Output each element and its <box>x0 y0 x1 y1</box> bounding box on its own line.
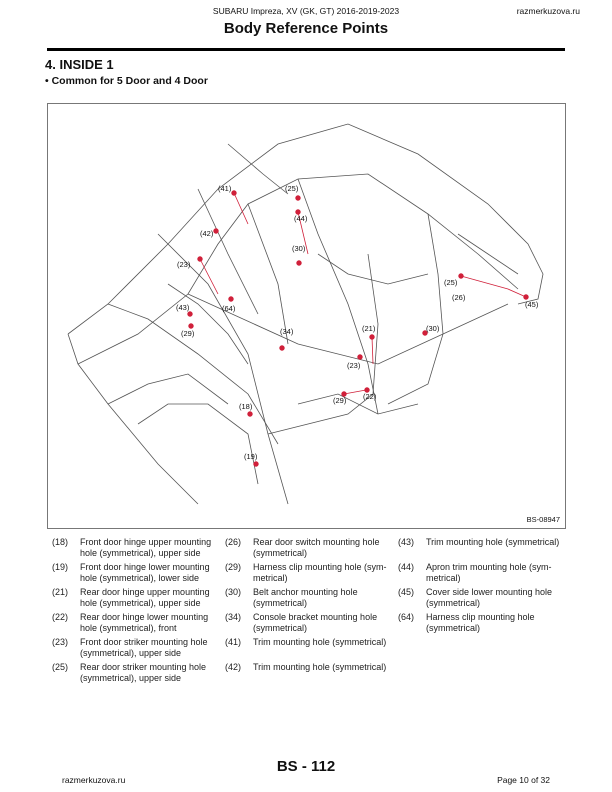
legend-number: (43) <box>398 537 415 547</box>
figure-id: BS-08947 <box>526 515 560 524</box>
legend-item: (22) Rear door hinge lower mounting hole … <box>52 612 222 634</box>
legend-item: (34) Console bracket mounting hole (symme… <box>225 612 395 634</box>
callout-23b: (23) <box>347 361 361 370</box>
legend-text: Front door striker mounting hole (symmet… <box>80 637 208 658</box>
legend-text: Front door hinge lower mounting hole (sy… <box>80 562 210 583</box>
legend-item: (26) Rear door switch mounting hole (symm… <box>225 537 395 559</box>
callout-23: (23) <box>177 260 191 269</box>
legend-column-2: (26) Rear door switch mounting hole (symm… <box>225 537 395 676</box>
callout-21: (21) <box>362 324 376 333</box>
legend-number: (42) <box>225 662 242 672</box>
legend-number: (22) <box>52 612 69 622</box>
legend-item: (21) Rear door hinge upper mounting hole … <box>52 587 222 609</box>
legend-number: (41) <box>225 637 242 647</box>
legend-text: Trim mounting hole (symmetrical) <box>253 637 387 647</box>
reference-point-leaders <box>187 190 529 467</box>
legend-number: (25) <box>52 662 69 672</box>
section-subtitle: • Common for 5 Door and 4 Door <box>45 75 208 87</box>
page-code: BS - 112 <box>276 758 336 775</box>
legend-number: (18) <box>52 537 69 547</box>
legend-column-3: (43) Trim mounting hole (symmetrical) (44… <box>398 537 573 637</box>
callout-44: (44) <box>294 214 308 223</box>
legend-text: Rear door switch mounting hole (symmetri… <box>253 537 380 558</box>
callout-26: (26) <box>452 293 466 302</box>
legend-item: (43) Trim mounting hole (symmetrical) <box>398 537 573 548</box>
legend-text: Harness clip mounting hole (symmetrical) <box>426 612 535 633</box>
callout-25: (25) <box>285 184 299 193</box>
callout-29b: (29) <box>333 396 347 405</box>
legend-number: (23) <box>52 637 69 647</box>
legend-item: (25) Rear door striker mounting hole (sym… <box>52 662 222 684</box>
legend-item: (42) Trim mounting hole (symmetrical) <box>225 662 395 673</box>
legend-text: Apron trim mounting hole (sym- metrical) <box>426 562 552 583</box>
callout-45: (45) <box>525 300 539 309</box>
legend-item: (44) Apron trim mounting hole (sym- metri… <box>398 562 573 584</box>
legend-item: (19) Front door hinge lower mounting hole… <box>52 562 222 584</box>
page-number: Page 10 of 32 <box>497 775 550 785</box>
callout-30b: (30) <box>426 324 440 333</box>
callout-43: (43) <box>176 303 190 312</box>
header-model: SUBARU Impreza, XV (GK, GT) 2016-2019-20… <box>212 6 400 16</box>
legend-number: (34) <box>225 612 242 622</box>
callout-42: (42) <box>200 229 214 238</box>
legend-text: Console bracket mounting hole (symmetric… <box>253 612 378 633</box>
title-rule <box>47 48 565 51</box>
legend-text: Rear door striker mounting hole (symmetr… <box>80 662 207 683</box>
callout-30: (30) <box>292 244 306 253</box>
callout-41: (41) <box>218 184 232 193</box>
legend-text: Rear door hinge upper mounting hole (sym… <box>80 587 210 608</box>
car-body-drawing <box>67 123 544 505</box>
legend-item: (29) Harness clip mounting hole (sym- met… <box>225 562 395 584</box>
legend-text: Rear door hinge lower mounting hole (sym… <box>80 612 209 633</box>
legend-text: Belt anchor mounting hole (symmetrical) <box>253 587 358 608</box>
legend-text: Front door hinge upper mounting hole (sy… <box>80 537 212 558</box>
legend-item: (41) Trim mounting hole (symmetrical) <box>225 637 395 648</box>
legend-text: Trim mounting hole (symmetrical) <box>253 662 387 672</box>
legend-item: (18) Front door hinge upper mounting hole… <box>52 537 222 559</box>
legend-number: (19) <box>52 562 69 572</box>
callout-34: (34) <box>280 327 294 336</box>
legend-number: (64) <box>398 612 415 622</box>
legend-number: (21) <box>52 587 69 597</box>
legend-item: (30) Belt anchor mounting hole (symmetric… <box>225 587 395 609</box>
callout-18: (18) <box>239 402 253 411</box>
legend-column-1: (18) Front door hinge upper mounting hole… <box>52 537 222 687</box>
legend-text: Harness clip mounting hole (sym- metrica… <box>253 562 387 583</box>
page-title: Body Reference Points <box>223 20 389 37</box>
legend-item: (45) Cover side lower mounting hole (symm… <box>398 587 573 609</box>
section-title: 4. INSIDE 1 <box>45 57 114 72</box>
callout-64: (64) <box>222 304 236 313</box>
callout-19: (19) <box>244 452 258 461</box>
footer-site: razmerkuzova.ru <box>62 775 126 785</box>
legend-number: (26) <box>225 537 242 547</box>
callout-25b: (25) <box>444 278 458 287</box>
callout-22: (22) <box>363 392 377 401</box>
legend-text: Cover side lower mounting hole (symmetri… <box>426 587 553 608</box>
header-site: razmerkuzova.ru <box>516 6 580 16</box>
legend-item: (23) Front door striker mounting hole (sy… <box>52 637 222 659</box>
legend-item: (64) Harness clip mounting hole (symmetri… <box>398 612 573 634</box>
legend-text: Trim mounting hole (symmetrical) <box>426 537 560 547</box>
legend-number: (29) <box>225 562 242 572</box>
legend-number: (45) <box>398 587 415 597</box>
callout-29: (29) <box>181 329 195 338</box>
legend-number: (30) <box>225 587 242 597</box>
body-diagram: (41) (25) (44) (42) (30) (23) (43) (64) … <box>47 103 566 529</box>
legend-number: (44) <box>398 562 415 572</box>
